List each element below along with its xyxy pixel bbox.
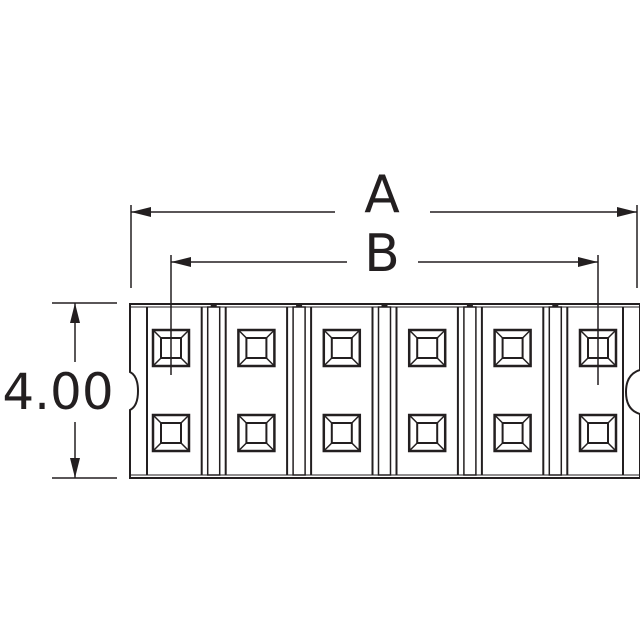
separator-rib-notch [296, 303, 303, 307]
pin-cavity [493, 413, 532, 453]
separator-rib-slot [463, 306, 477, 476]
pin-cavity [151, 413, 191, 453]
separator-rib-notch [466, 303, 473, 307]
pin-cavity-inner [330, 337, 353, 359]
dimension-b-label: B [364, 224, 400, 284]
dimension-b: B [170, 224, 599, 385]
pin-cavity-chamfer [494, 329, 532, 367]
pin-cavity [151, 328, 191, 368]
pin-cavity-inner [160, 337, 182, 359]
dimension-a: A [130, 165, 638, 288]
pin-cavity-chamfer [323, 414, 361, 452]
pin-cavity-inner [587, 422, 609, 444]
separator-rib-notch [381, 303, 388, 307]
dim-h-arrow-top [70, 303, 80, 323]
connector-outline [129, 303, 640, 479]
pin-cavity-chamfer [152, 329, 190, 367]
pin-cavity-chamfer [408, 329, 446, 367]
pin-cavity [237, 413, 276, 453]
dim-a-arrow-right [617, 207, 637, 217]
dim-b-arrow-right [578, 257, 598, 267]
pin-cavity-inner [416, 422, 439, 444]
pin-cavity-inner [416, 337, 439, 359]
pin-cavity [322, 413, 362, 453]
dimension-height: 4.00 [2, 302, 117, 479]
pin-cavity-inner [160, 422, 182, 444]
connector-body [129, 303, 640, 479]
pin-cavity-chamfer [237, 414, 275, 452]
pin-cavity-inner [501, 337, 524, 359]
separator-rib-slot [548, 306, 563, 476]
pin-cavity-chamfer [152, 414, 190, 452]
dimension-height-label: 4.00 [2, 363, 113, 421]
dim-a-arrow-left [131, 207, 151, 217]
pin-cavity-chamfer [494, 414, 532, 452]
pin-cavity [493, 328, 532, 368]
separator-rib-slot [377, 306, 392, 476]
pin-cavity [407, 328, 447, 368]
pin-cavity-inner [245, 422, 268, 444]
separator-rib-slot [206, 306, 221, 476]
pin-cavity [237, 328, 276, 368]
separator-rib-notch [210, 303, 217, 307]
pin-cavity [578, 328, 618, 368]
separator-rib-notch [552, 303, 559, 307]
pin-cavity [578, 413, 618, 453]
pin-cavity-chamfer [237, 329, 275, 367]
dimension-a-label: A [364, 165, 400, 225]
dim-b-arrow-left [171, 257, 191, 267]
pin-cavity-inner [245, 337, 268, 359]
pin-cavity [407, 413, 447, 453]
pin-cavity-chamfer [579, 414, 617, 452]
separator-rib-slot [292, 306, 306, 476]
dim-h-arrow-bottom [70, 458, 80, 478]
pin-cavity-inner [330, 422, 353, 444]
pin-cavity-chamfer [408, 414, 446, 452]
pin-cavity-chamfer [579, 329, 617, 367]
pin-cavity-inner [587, 337, 609, 359]
pin-cavity-chamfer [323, 329, 361, 367]
pin-cavity-inner [501, 422, 524, 444]
pin-cavity [322, 328, 362, 368]
